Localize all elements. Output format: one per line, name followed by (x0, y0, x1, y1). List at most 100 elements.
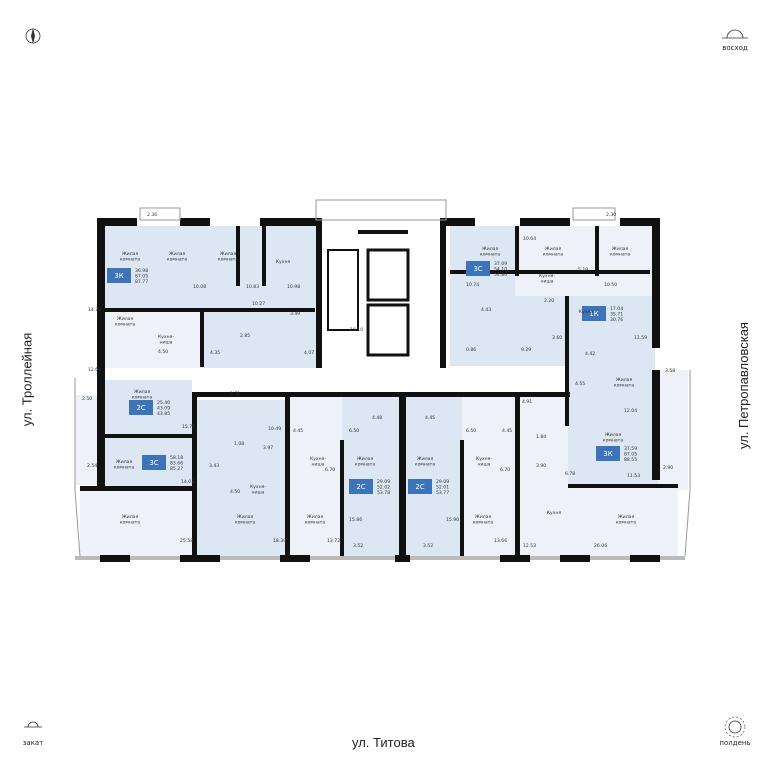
room-label-living-room: комната (235, 521, 256, 526)
apartment-type: 3К (114, 272, 123, 280)
badge-box (582, 306, 606, 321)
room-label-living-room: комната (115, 323, 136, 328)
room-label-kitchen-niche: ниша (251, 491, 264, 496)
room-label-living-room: комната (473, 521, 494, 526)
room-area: 4.45 (425, 415, 435, 421)
room-area: 6.50 (466, 428, 476, 434)
room-label-kitchen-niche: ниша (540, 280, 553, 285)
compass-icon (25, 28, 41, 44)
apartment-area: 43.09 (157, 406, 170, 412)
apartment-area: 53.78 (377, 490, 390, 496)
room-area: 15.71 (182, 424, 195, 430)
apartment-area: 52.02 (377, 485, 390, 491)
room-label-living-room: Жилая (122, 514, 139, 520)
room-label-kitchen-niche: ниша (159, 341, 172, 346)
room-area: 3.58 (665, 368, 675, 374)
room-area: 4.07 (304, 350, 314, 356)
room-label-living-room: комната (614, 384, 635, 389)
sun-icon (724, 716, 746, 738)
street-right: ул. Петропавловская (735, 322, 751, 449)
badge-box (408, 479, 432, 494)
room-label-living-room: Жилая (307, 514, 324, 520)
room-area: 2.85 (240, 333, 250, 339)
south-label: полдень (719, 739, 751, 747)
room-area: 12.69 (88, 367, 101, 373)
apartment-type: 1К (589, 310, 598, 318)
room-label-living-room: комната (132, 396, 153, 401)
room-label-kitchen-niche: ниша (477, 463, 490, 468)
room-area: 26.06 (594, 543, 607, 549)
room-area: 2.50 (82, 396, 92, 402)
room-area: 0.86 (466, 347, 476, 353)
room-label-living-room: Жилая (482, 246, 499, 252)
room-area: 2.54 (87, 463, 97, 469)
room-area: 11.59 (634, 335, 647, 341)
room-area: 4.50 (230, 489, 240, 495)
room-area: 2.30 (606, 212, 616, 218)
apartment-area: 88.55 (624, 457, 637, 463)
room-area: 4.42 (585, 351, 595, 357)
room-label-living-room: комната (355, 463, 376, 468)
room-area: 2.36 (147, 212, 157, 218)
apartment-area: 35.71 (610, 312, 623, 318)
room-area: 14.70 (88, 307, 101, 313)
room-label-kitchen: Кухня (579, 309, 594, 315)
room-area: 3.49 (290, 311, 300, 317)
room-area: 9.29 (521, 347, 531, 353)
street-bottom: ул. Титова (352, 735, 415, 750)
room-area: 12.04 (624, 408, 637, 414)
apartment-area: 25.40 (157, 400, 170, 406)
room-label-living-room: Жилая (475, 514, 492, 520)
room-label-living-room: Жилая (417, 456, 434, 462)
apartment-type: 2С (136, 404, 145, 412)
apartment-area: 36.98 (135, 268, 148, 274)
badge-box (596, 446, 620, 461)
apartment-area: 52.01 (436, 485, 449, 491)
apartment-area: 87.05 (624, 452, 637, 458)
room-area: 3.52 (353, 543, 363, 549)
room-label-living-room: Жилая (237, 514, 254, 520)
apartment-area: 83.66 (170, 461, 183, 467)
room-area: 4.50 (158, 349, 168, 355)
badge-box (142, 455, 166, 470)
room-area: 10.74 (466, 282, 479, 288)
apartment-area: 87.77 (135, 279, 148, 285)
room-label-living-room: Жилая (117, 316, 134, 322)
apartment-area: 85.27 (170, 466, 183, 472)
apartment-area: 37.59 (624, 446, 637, 452)
room-area: 15.90 (446, 517, 459, 523)
room-label-living-room: комната (415, 463, 436, 468)
room-label-living-room: Жилая (357, 456, 374, 462)
badge-box (107, 268, 131, 283)
room-area: 3.60 (552, 335, 562, 341)
room-area: 1.84 (536, 434, 546, 440)
room-area: 3.43 (209, 463, 219, 469)
room-area: 2.90 (663, 465, 673, 471)
room-area: 5.71 (230, 391, 240, 397)
west-label: закат (22, 739, 44, 747)
room-area: 18.39 (273, 538, 286, 544)
room-label-kitchen-niche: ниша (311, 463, 324, 468)
room-area: 10.50 (604, 282, 617, 288)
room-label-living-room: комната (610, 253, 631, 258)
room-area: 11.53 (627, 473, 640, 479)
apartment-type: 3С (473, 265, 482, 273)
room-area: 10.49 (268, 426, 281, 432)
apartment-area: 54.80 (494, 272, 507, 278)
apartment-type: 3С (149, 459, 158, 467)
room-label-living-room: Жилая (616, 377, 633, 383)
apartment-type: 2С (415, 483, 424, 491)
room-area: 6.70 (325, 467, 335, 473)
badge-box (349, 479, 373, 494)
apartment-area: 29.09 (377, 479, 390, 485)
